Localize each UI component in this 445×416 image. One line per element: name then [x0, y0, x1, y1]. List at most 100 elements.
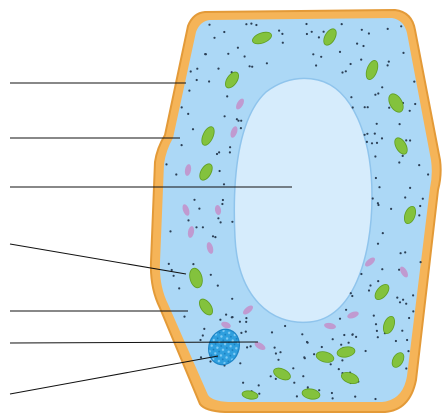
- leader-line-nucleus: [10, 356, 218, 394]
- ribosome-icon: [222, 199, 224, 201]
- ribosome-icon: [419, 205, 421, 207]
- ribosome-icon: [240, 127, 242, 129]
- ribosome-icon: [374, 155, 376, 157]
- ribosome-icon: [398, 269, 400, 271]
- ribosome-icon: [381, 86, 383, 88]
- ribosome-icon: [196, 68, 198, 70]
- ribosome-icon: [343, 334, 345, 336]
- ribosome-icon: [183, 316, 185, 318]
- ribosome-icon: [355, 336, 357, 338]
- ribosome-icon: [361, 29, 363, 31]
- ribosome-icon: [341, 71, 343, 73]
- ribosome-icon: [219, 170, 221, 172]
- ribosome-icon: [250, 23, 252, 25]
- ribosome-icon: [402, 155, 404, 157]
- ribosome-icon: [367, 106, 369, 108]
- ribosome-icon: [251, 66, 253, 68]
- ribosome-icon: [377, 243, 379, 245]
- ribosome-icon: [187, 219, 189, 221]
- ribosome-icon: [181, 106, 183, 108]
- ribosome-icon: [407, 350, 409, 352]
- ribosome-icon: [173, 275, 175, 277]
- ribosome-icon: [249, 65, 251, 67]
- ribosome-icon: [245, 331, 247, 333]
- ribosome-icon: [408, 317, 410, 319]
- ribosome-icon: [387, 28, 389, 30]
- ribosome-icon: [350, 96, 352, 98]
- ribosome-icon: [321, 346, 323, 348]
- ribosome-icon: [399, 123, 401, 125]
- ribosome-icon: [369, 284, 371, 286]
- ribosome-icon: [409, 187, 411, 189]
- ribosome-icon: [258, 384, 260, 386]
- ribosome-icon: [387, 64, 389, 66]
- ribosome-icon: [350, 63, 352, 65]
- ribosome-icon: [188, 90, 190, 92]
- ribosome-icon: [200, 356, 202, 358]
- ribosome-icon: [374, 94, 376, 96]
- ribosome-icon: [223, 31, 225, 33]
- ribosome-icon: [364, 106, 366, 108]
- ribosome-icon: [195, 226, 197, 228]
- ribosome-icon: [245, 23, 247, 25]
- ribosome-icon: [320, 56, 322, 58]
- ribosome-icon: [258, 393, 260, 395]
- ribosome-icon: [377, 204, 379, 206]
- ribosome-icon: [196, 79, 198, 81]
- ribosome-icon: [305, 23, 307, 25]
- ribosome-icon: [413, 81, 415, 83]
- ribosome-icon: [332, 338, 334, 340]
- ribosome-icon: [414, 103, 416, 105]
- ribosome-icon: [362, 45, 364, 47]
- ribosome-icon: [405, 367, 407, 369]
- ribosome-icon: [375, 177, 377, 179]
- ribosome-icon: [412, 310, 414, 312]
- ribosome-icon: [216, 153, 218, 155]
- ribosome-icon: [224, 115, 226, 117]
- ribosome-icon: [376, 330, 378, 332]
- ribosome-icon: [187, 113, 189, 115]
- ribosome-icon: [339, 51, 341, 53]
- ribosome-icon: [277, 359, 279, 361]
- ribosome-icon: [374, 133, 376, 135]
- ribosome-icon: [292, 367, 294, 369]
- ribosome-icon: [223, 183, 225, 185]
- ribosome-icon: [330, 363, 332, 365]
- ribosome-icon: [315, 64, 317, 66]
- ribosome-icon: [217, 217, 219, 219]
- ribosome-icon: [192, 263, 194, 265]
- ribosome-icon: [304, 357, 306, 359]
- ribosome-icon: [422, 198, 424, 200]
- ribosome-icon: [245, 317, 247, 319]
- ribosome-icon: [382, 232, 384, 234]
- ribosome-icon: [227, 53, 229, 55]
- ribosome-icon: [345, 309, 347, 311]
- ribosome-icon: [418, 214, 420, 216]
- ribosome-icon: [307, 386, 309, 388]
- ribosome-icon: [398, 161, 400, 163]
- ribosome-icon: [331, 392, 333, 394]
- ribosome-icon: [168, 263, 170, 265]
- ribosome-icon: [376, 142, 378, 144]
- ribosome-icon: [271, 331, 273, 333]
- ribosome-icon: [217, 285, 219, 287]
- ribosome-icon: [396, 297, 398, 299]
- ribosome-icon: [217, 68, 219, 70]
- ribosome-icon: [348, 342, 350, 344]
- ribosome-icon: [284, 325, 286, 327]
- ribosome-icon: [412, 294, 414, 296]
- ribosome-icon: [266, 62, 268, 64]
- ribosome-icon: [404, 251, 406, 253]
- ribosome-icon: [237, 47, 239, 49]
- ribosome-icon: [388, 107, 390, 109]
- ribosome-icon: [401, 330, 403, 332]
- ribosome-icon: [318, 36, 320, 38]
- ribosome-icon: [165, 163, 167, 165]
- ribosome-icon: [237, 120, 239, 122]
- ribosome-icon: [175, 173, 177, 175]
- ribosome-icon: [181, 144, 183, 146]
- ribosome-icon: [341, 23, 343, 25]
- ribosome-icon: [219, 319, 221, 321]
- ribosome-icon: [377, 280, 379, 282]
